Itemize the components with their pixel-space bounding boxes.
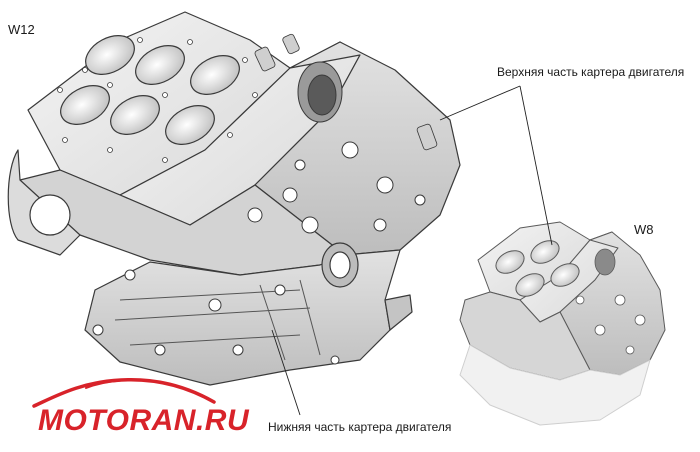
- w12-bolt-bosses: [92, 269, 340, 365]
- w12-left-bank-bores: [60, 35, 240, 145]
- w12-front-slots: [254, 33, 438, 151]
- w8-engine-block: [459, 221, 666, 426]
- car-silhouette-icon: [32, 377, 216, 408]
- watermark-text: MOTORAN.RU: [38, 404, 250, 437]
- watermark-logo: MOTORAN.RU: [26, 372, 250, 442]
- leader-lines: [271, 85, 553, 416]
- lower-crankcase-label: Нижняя часть картера двигателя: [268, 420, 452, 434]
- lower-crankcase-leader: [271, 329, 301, 416]
- w12-crank-bore: [329, 251, 351, 279]
- w12-timing-opening: [29, 194, 71, 236]
- w8-front-holes: [575, 248, 646, 355]
- w8-lower-crankcase: [459, 344, 651, 426]
- w8-label: W8: [634, 222, 654, 237]
- w12-label: W12: [8, 22, 35, 37]
- w12-engine-block: [7, 11, 461, 386]
- w12-front-face-holes: [247, 61, 426, 234]
- upper-crankcase-leader: [439, 85, 521, 121]
- w8-bores: [495, 240, 580, 297]
- w12-skirt-foot: [384, 294, 413, 331]
- upper-crankcase-label: Верхняя часть картера двигателя: [497, 65, 685, 79]
- upper-crankcase-leader-w8: [519, 85, 553, 246]
- w12-crankcase-ribs: [114, 279, 321, 361]
- w12-deck-bolt-holes: [57, 37, 258, 163]
